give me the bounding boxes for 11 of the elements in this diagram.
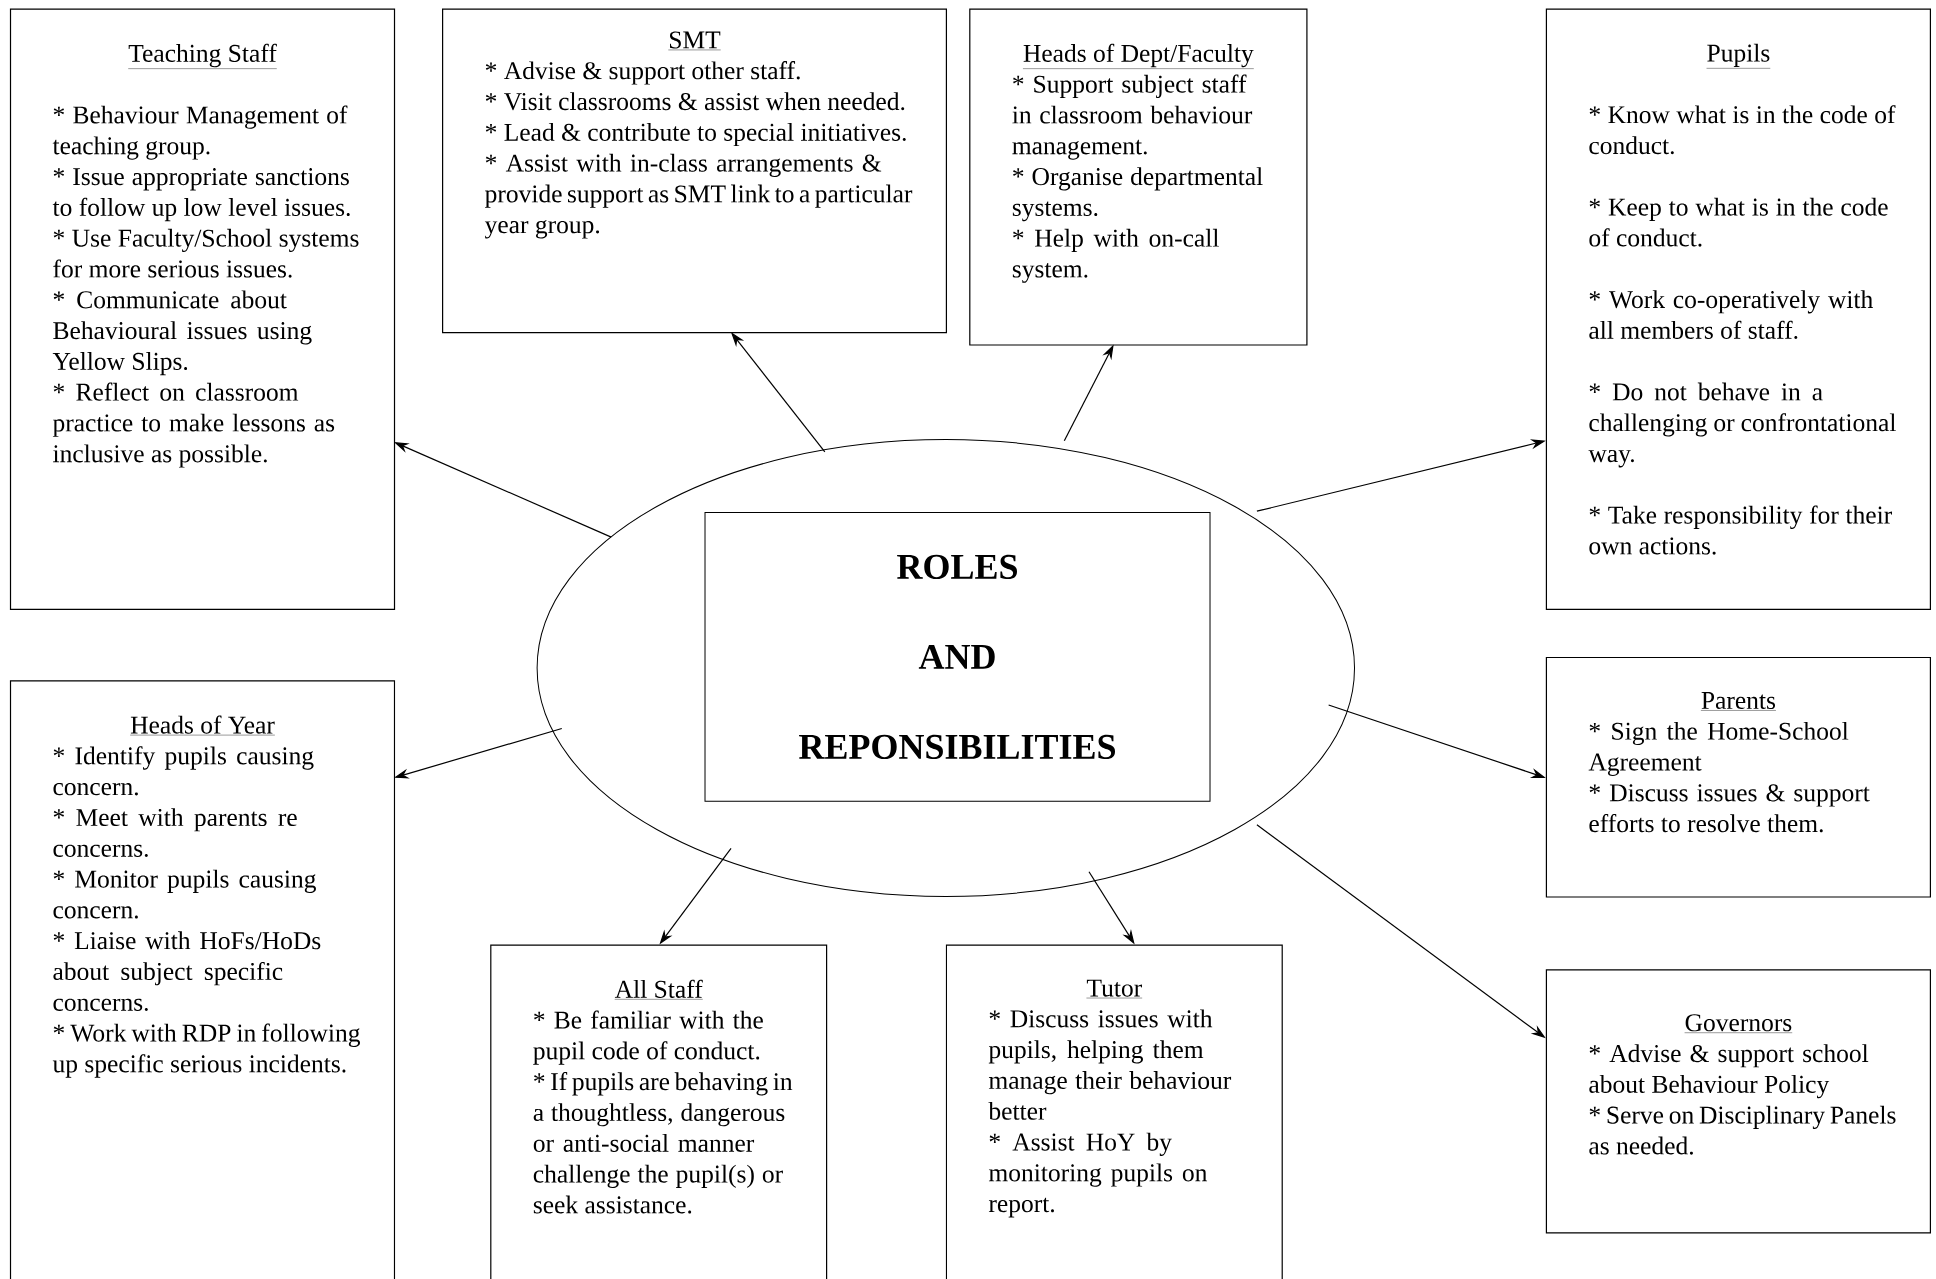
- center-ellipse: [536, 439, 1355, 897]
- role-box: All Staff * Be familiar with the pupil code of conduct. * If pupils are behaving in a thoughtless, dangerous or anti-social manner challenge the pupil(s) or seek assistance.: [490, 944, 828, 1279]
- title-box: ROLES AND REPONSIBILITIES: [704, 511, 1211, 802]
- role-box: Parents * Sign the Home-School Agreement * Discuss issues & support efforts to resolve them.: [1545, 656, 1931, 898]
- role-box: Tutor * Discuss issues with pupils, helping them manage their behaviour better * Assist HoY by monitoring pupils on report.: [945, 944, 1283, 1279]
- role-box: Heads of Dept/Faculty * Support subject staff in classroom behaviour management. * Organise departmental systems. * Help with on-call system.: [969, 8, 1308, 346]
- role-box: Governors * Advise & support school about Behaviour Policy * Serve on Disciplinary Panels as needed.: [1545, 969, 1931, 1234]
- role-box: Teaching Staff * Behaviour Management of teaching group. * Issue appropriate sanctions to follow up low level issues. * Use Faculty/School systems for more serious issues. * Communicate about Behavioural issues using Yellow Slips. * Reflect on classroom practice to make lessons as inclusive as possible.: [9, 8, 396, 610]
- role-box: SMT * Advise & support other staff. * Visit classrooms & assist when needed. * Lead & contribute to special initiatives. * Assist with in-class arrangements & provide support as SMT link to a particular year group.: [442, 8, 947, 334]
- role-box: Heads of Year * Identify pupils causing concern. * Meet with parents re concerns. * Monitor pupils causing concern. * Liaise with HoFs/HoDs about subject specific concerns. * Work with RDP in following up specific serious incidents.: [9, 680, 396, 1279]
- role-box: Pupils * Know what is in the code of conduct. * Keep to what is in the code of conduct. * Work co-operatively with all members of staff. * Do not behave in a challenging or confrontational way. * Take responsibility for their own actions.: [1545, 8, 1931, 610]
